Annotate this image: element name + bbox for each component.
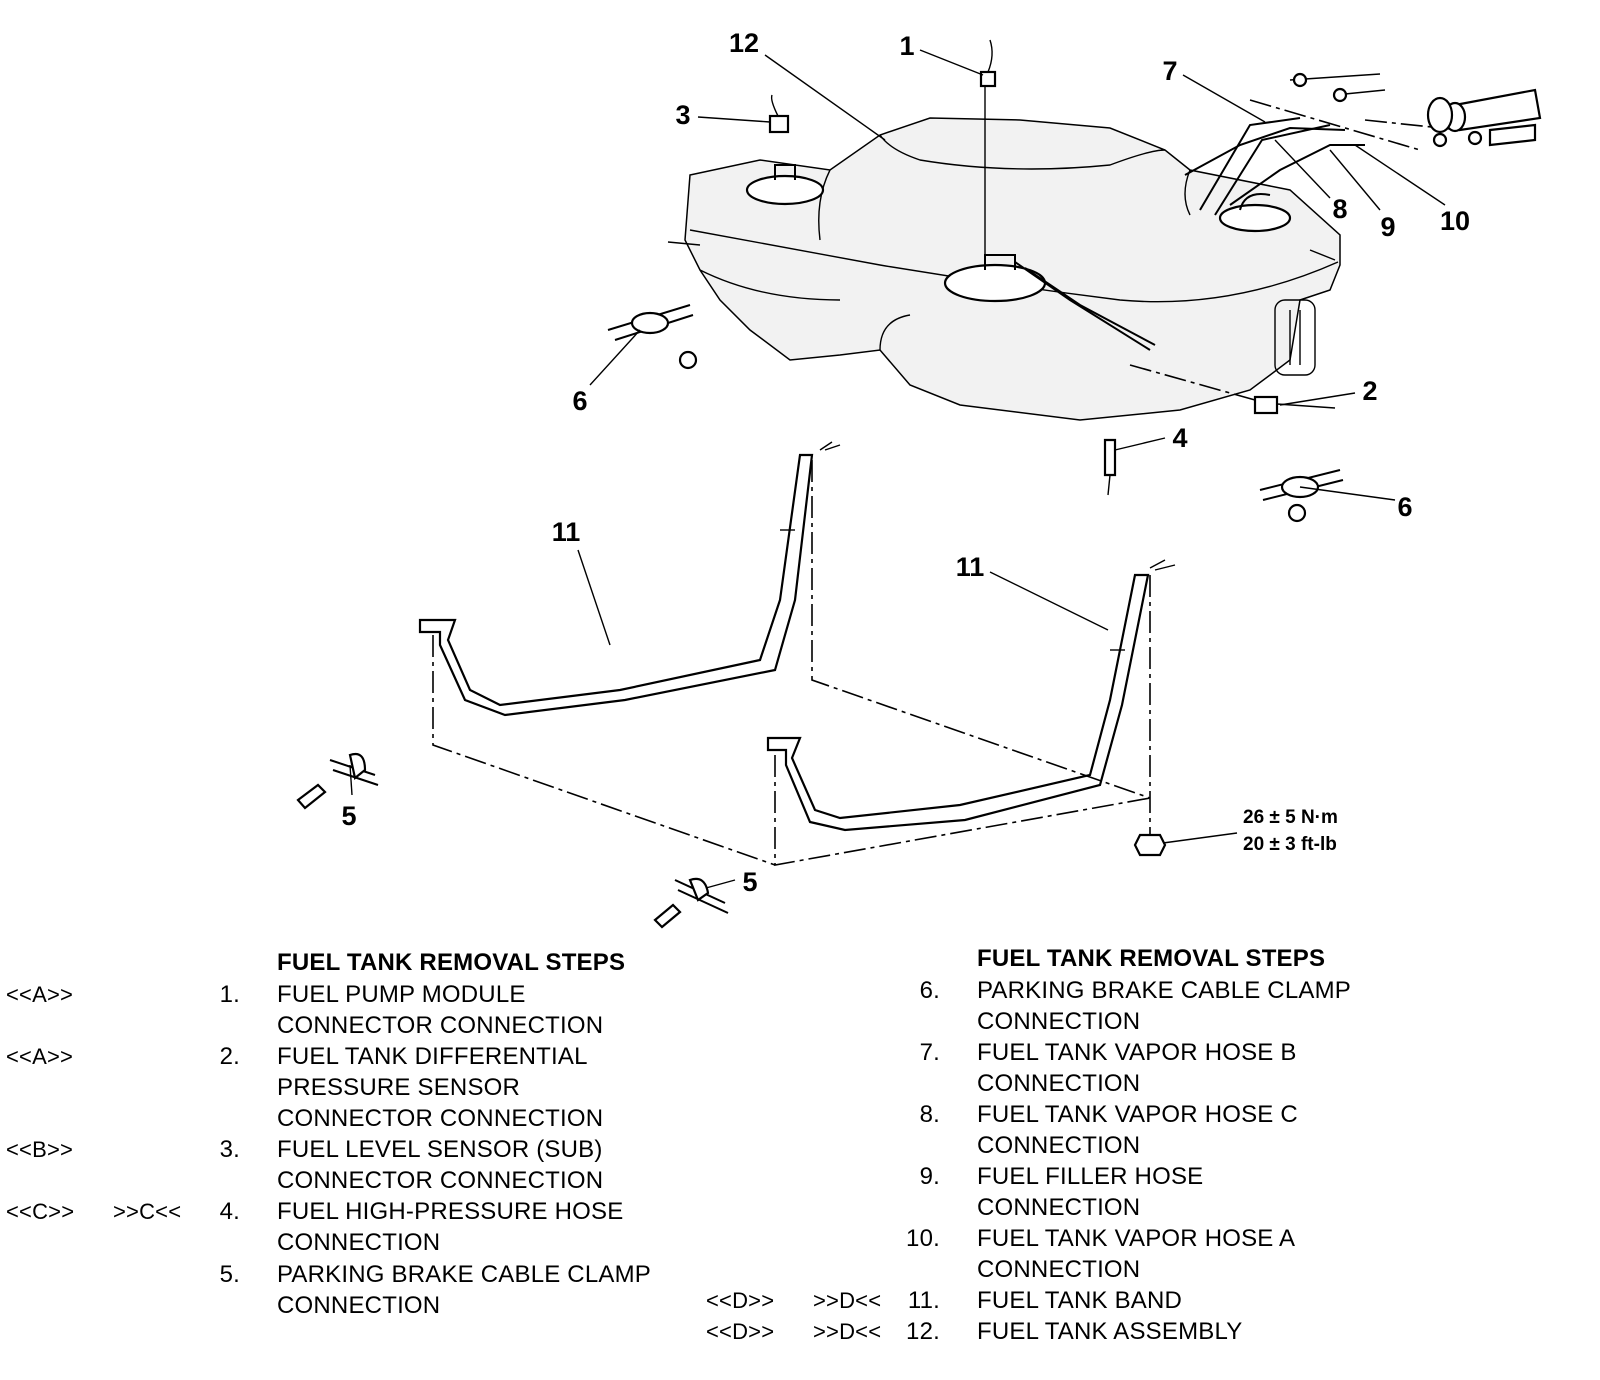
step-3-text: FUEL LEVEL SENSOR (SUB)	[277, 1136, 603, 1163]
step-7-text: CONNECTION	[977, 1070, 1141, 1097]
step-4-text: FUEL HIGH-PRESSURE HOSE	[277, 1198, 624, 1225]
fuel-tank-assembly	[667, 117, 1341, 421]
step-4-number: 4.	[219, 1198, 240, 1225]
pressure-sensor-connector	[1253, 395, 1279, 415]
fuel-pump-module-connector	[979, 70, 997, 88]
callout-9: 9	[1380, 212, 1395, 242]
step-8-number: 8.	[919, 1101, 940, 1128]
step-12-code-install: >>D<<	[813, 1319, 882, 1344]
step-3-text: CONNECTOR CONNECTION	[277, 1167, 604, 1194]
step-10-text: FUEL TANK VAPOR HOSE A	[977, 1225, 1296, 1252]
step-6-text: CONNECTION	[977, 1008, 1141, 1035]
step-5-text: CONNECTION	[277, 1292, 441, 1319]
step-10-text: CONNECTION	[977, 1256, 1141, 1283]
step-7-text: FUEL TANK VAPOR HOSE B	[977, 1039, 1297, 1066]
step-2-text: PRESSURE SENSOR	[277, 1074, 521, 1101]
torque-metric: 26 ± 5 N·m	[1243, 807, 1338, 828]
fuel-tank-bands	[418, 441, 1176, 832]
step-12-code: <<D>>	[706, 1319, 775, 1344]
callout-11-left: 11	[552, 517, 581, 547]
step-11-code: <<D>>	[706, 1288, 775, 1313]
vapor-and-filler-hoses	[1184, 72, 1542, 216]
left-steps-heading: FUEL TANK REMOVAL STEPS	[277, 949, 626, 976]
step-7-number: 7.	[919, 1039, 940, 1066]
step-2-text: CONNECTOR CONNECTION	[277, 1105, 604, 1132]
callout-2: 2	[1362, 376, 1377, 406]
band-mounting-nut	[1133, 833, 1167, 857]
callout-5-bottom: 5	[742, 867, 757, 897]
step-1-text: FUEL PUMP MODULE	[277, 981, 526, 1008]
callout-8: 8	[1332, 194, 1347, 224]
step-9-text: CONNECTION	[977, 1194, 1141, 1221]
callout-7: 7	[1162, 56, 1177, 86]
callout-12: 12	[729, 28, 759, 58]
callout-3: 3	[675, 100, 690, 130]
step-10-number: 10.	[906, 1225, 940, 1252]
step-2-code: <<A>>	[6, 1044, 74, 1069]
step-5-number: 5.	[219, 1261, 240, 1288]
fuel-level-sensor-connector	[768, 114, 790, 134]
step-6-number: 6.	[919, 977, 940, 1004]
step-11-text: FUEL TANK BAND	[977, 1287, 1183, 1314]
step-9-text: FUEL FILLER HOSE	[977, 1163, 1204, 1190]
step-3-number: 3.	[219, 1136, 240, 1163]
step-6-text: PARKING BRAKE CABLE CLAMP	[977, 977, 1351, 1004]
step-8-text: CONNECTION	[977, 1132, 1141, 1159]
step-8-text: FUEL TANK VAPOR HOSE C	[977, 1101, 1298, 1128]
fuel-tank-exploded-diagram: 12 1 3 7 8 9 10 6 2 4 6 11 11 5 5 26 ± 5…	[296, 28, 1542, 929]
step-1-number: 1.	[219, 981, 240, 1008]
callout-6-lower: 6	[1397, 492, 1412, 522]
step-12-text: FUEL TANK ASSEMBLY	[977, 1318, 1243, 1345]
callout-10: 10	[1440, 206, 1470, 236]
step-12-number: 12.	[906, 1318, 940, 1345]
step-2-number: 2.	[219, 1043, 240, 1070]
torque-imperial: 20 ± 3 ft-lb	[1243, 834, 1337, 855]
step-11-code-install: >>D<<	[813, 1288, 882, 1313]
callout-4: 4	[1172, 423, 1187, 453]
callout-11-right: 11	[956, 552, 985, 582]
callout-6-upper: 6	[572, 386, 587, 416]
right-steps-heading: FUEL TANK REMOVAL STEPS	[977, 945, 1326, 972]
step-4-code-install: >>C<<	[113, 1199, 182, 1224]
step-4-code: <<C>>	[6, 1199, 75, 1224]
connectors	[768, 39, 1336, 496]
step-11-number: 11.	[907, 1287, 940, 1314]
alignment-lines	[432, 364, 1256, 866]
leader-lines	[349, 49, 1446, 889]
step-2-text: FUEL TANK DIFFERENTIAL	[277, 1043, 588, 1070]
step-3-code: <<B>>	[6, 1137, 74, 1162]
step-1-code: <<A>>	[6, 982, 74, 1007]
step-1-text: CONNECTOR CONNECTION	[277, 1012, 604, 1039]
callout-1: 1	[899, 31, 914, 61]
high-pressure-hose-fitting	[1103, 438, 1117, 477]
step-9-number: 9.	[919, 1163, 940, 1190]
step-4-text: CONNECTION	[277, 1229, 441, 1256]
step-5-text: PARKING BRAKE CABLE CLAMP	[277, 1261, 651, 1288]
callout-5-left: 5	[341, 801, 356, 831]
